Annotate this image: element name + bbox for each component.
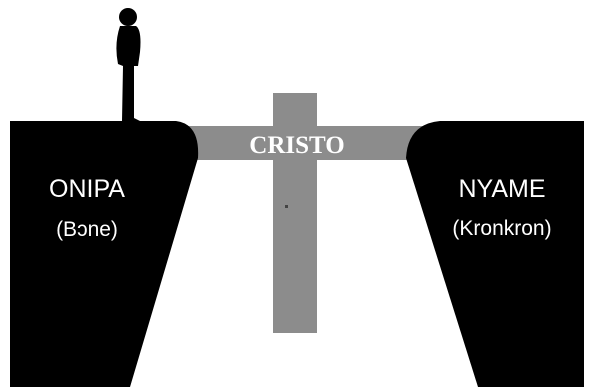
left-cliff-subtitle: (Bɔne)	[56, 218, 118, 241]
right-cliff-subtitle: (Kronkron)	[452, 217, 551, 240]
left-cliff	[10, 121, 199, 387]
left-cliff-title: ONIPA	[49, 175, 125, 203]
right-cliff-title: NYAME	[458, 175, 545, 203]
person-silhouette	[116, 8, 141, 121]
cross-dot	[285, 205, 288, 208]
cross-upright	[273, 93, 317, 333]
bridge-label: CRISTO	[249, 132, 344, 159]
right-cliff	[406, 121, 584, 387]
